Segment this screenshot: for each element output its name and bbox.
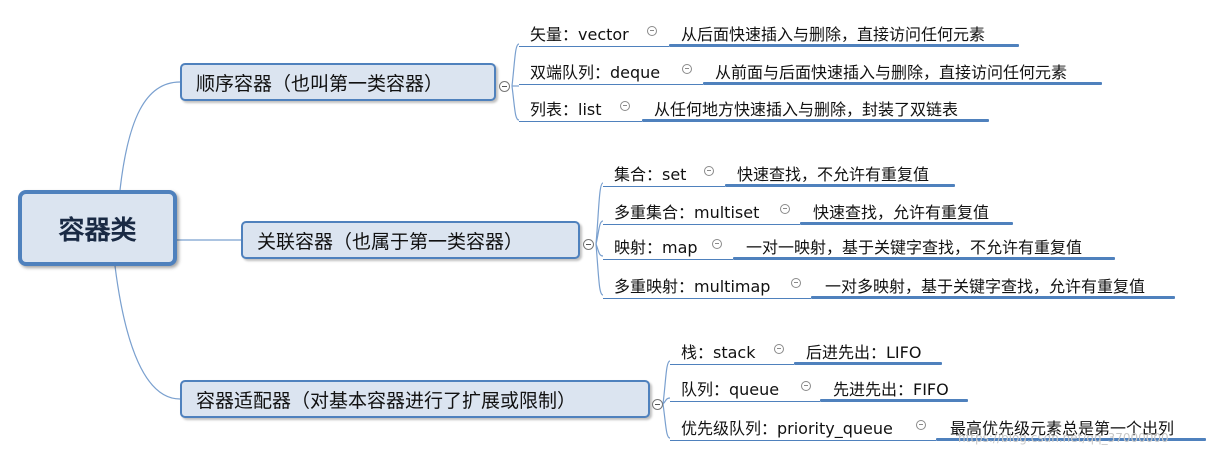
leaf-description: 一对多映射，基于关键字查找，允许有重复值: [825, 277, 1146, 296]
leaf-title: 映射：map: [614, 238, 698, 257]
leaf-description: 一对一映射，基于关键字查找，不允许有重复值: [746, 238, 1083, 257]
watermark: https://blog.csdn.net/qq_37000000: [958, 431, 1169, 445]
description-underline: [725, 184, 955, 187]
description-underline: [703, 82, 1102, 85]
connector-b0-leaf2: [511, 85, 520, 121]
branch-label: 关联容器（也属于第一类容器）: [257, 230, 524, 253]
minus-circle-icon: [647, 26, 657, 36]
minus-circle-icon: [774, 344, 784, 354]
leaf-description: 从后面快速插入与删除，直接访问任何元素: [681, 25, 986, 44]
connector-root-b2: [114, 265, 181, 400]
root-node[interactable]: 容器类: [18, 190, 177, 266]
leaf-description: 后进先出：LIFO: [806, 343, 922, 362]
title-underline: [670, 364, 794, 365]
leaf-description: 快速查找，不允许有重复值: [737, 165, 930, 184]
title-underline: [670, 401, 820, 402]
root-label: 容器类: [58, 215, 137, 246]
title-underline: [603, 186, 725, 187]
connector-b2-leaf0: [662, 360, 671, 405]
description-underline: [936, 438, 1206, 441]
leaf-deque[interactable]: 双端队列：deque 从前面与后面快速插入与删除，直接访问任何元素: [519, 55, 1102, 85]
description-underline: [669, 44, 1019, 47]
title-underline: [519, 121, 642, 122]
connector-b0-leaf0: [511, 43, 520, 87]
minus-circle-icon: [712, 239, 722, 249]
leaf-title: 多重映射：multimap: [614, 277, 771, 296]
leaf-description: 快速查找，允许有重复值: [813, 203, 990, 222]
minus-circle-icon: [682, 64, 692, 74]
description-underline: [811, 296, 1175, 299]
minus-circle-icon: [916, 420, 926, 430]
leaf-title: 栈：stack: [681, 343, 756, 362]
connector-b1-leaf1: [595, 220, 604, 245]
branch-sequence-containers[interactable]: 顺序容器（也叫第一类容器）: [180, 63, 496, 101]
connector-root-b0: [119, 81, 181, 191]
description-underline: [642, 119, 989, 122]
leaf-title: 列表：list: [530, 100, 602, 119]
connector-b1-leaf3: [595, 243, 604, 296]
leaf-description: 先进先出：FIFO: [833, 380, 949, 399]
title-underline: [670, 440, 936, 441]
connector-b2-leaf2: [662, 403, 671, 439]
minus-circle-icon: [704, 166, 714, 176]
leaf-description: 从前面与后面快速插入与删除，直接访问任何元素: [715, 63, 1068, 82]
title-underline: [603, 224, 800, 225]
title-underline: [519, 46, 669, 47]
branch-label: 顺序容器（也叫第一类容器）: [196, 72, 444, 95]
branch-container-adapters[interactable]: 容器适配器（对基本容器进行了扩展或限制）: [180, 380, 650, 418]
title-underline: [603, 298, 811, 299]
leaf-list[interactable]: 列表：list 从任何地方快速插入与删除，封装了双链表: [519, 92, 989, 122]
description-underline: [800, 222, 1013, 225]
leaf-vector[interactable]: 矢量：vector 从后面快速插入与删除，直接访问任何元素: [519, 17, 1019, 47]
connector-b1-leaf0: [595, 182, 604, 245]
leaf-title: 矢量：vector: [530, 25, 629, 44]
leaf-multimap[interactable]: 多重映射：multimap 一对多映射，基于关键字查找，允许有重复值: [603, 269, 1175, 299]
leaf-set[interactable]: 集合：set 快速查找，不允许有重复值: [603, 157, 955, 187]
leaf-title: 双端队列：deque: [530, 63, 661, 82]
leaf-queue[interactable]: 队列：queue 先进先出：FIFO: [670, 372, 968, 402]
title-underline: [603, 259, 733, 260]
leaf-priority-queue[interactable]: 优先级队列：priority_queue 最高优先级元素总是第一个出列: [670, 411, 1206, 441]
minus-circle-icon: [801, 381, 811, 391]
title-underline: [519, 84, 703, 85]
leaf-title: 集合：set: [614, 165, 687, 184]
minus-circle-icon: [620, 101, 630, 111]
leaf-multiset[interactable]: 多重集合：multiset 快速查找，允许有重复值: [603, 195, 1013, 225]
connector-b2-leaf1: [662, 397, 671, 405]
leaf-map[interactable]: 映射：map 一对一映射，基于关键字查找，不允许有重复值: [603, 230, 1115, 260]
branch-associative-containers[interactable]: 关联容器（也属于第一类容器）: [241, 221, 580, 259]
collapse-icon[interactable]: [652, 399, 663, 410]
leaf-stack[interactable]: 栈：stack 后进先出：LIFO: [670, 335, 942, 365]
leaf-title: 优先级队列：priority_queue: [681, 419, 893, 438]
leaf-description: 从任何地方快速插入与删除，封装了双链表: [654, 100, 959, 119]
collapse-icon[interactable]: [499, 81, 510, 92]
branch-label: 容器适配器（对基本容器进行了扩展或限制）: [196, 389, 577, 412]
leaf-title: 多重集合：multiset: [614, 203, 760, 222]
leaf-title: 队列：queue: [681, 380, 780, 399]
minus-circle-icon: [791, 278, 801, 288]
description-underline: [733, 257, 1115, 260]
description-underline: [794, 362, 942, 365]
collapse-icon[interactable]: [583, 239, 594, 250]
description-underline: [820, 399, 968, 402]
leaf-description: 最高优先级元素总是第一个出列: [950, 419, 1175, 438]
minus-circle-icon: [780, 204, 790, 214]
